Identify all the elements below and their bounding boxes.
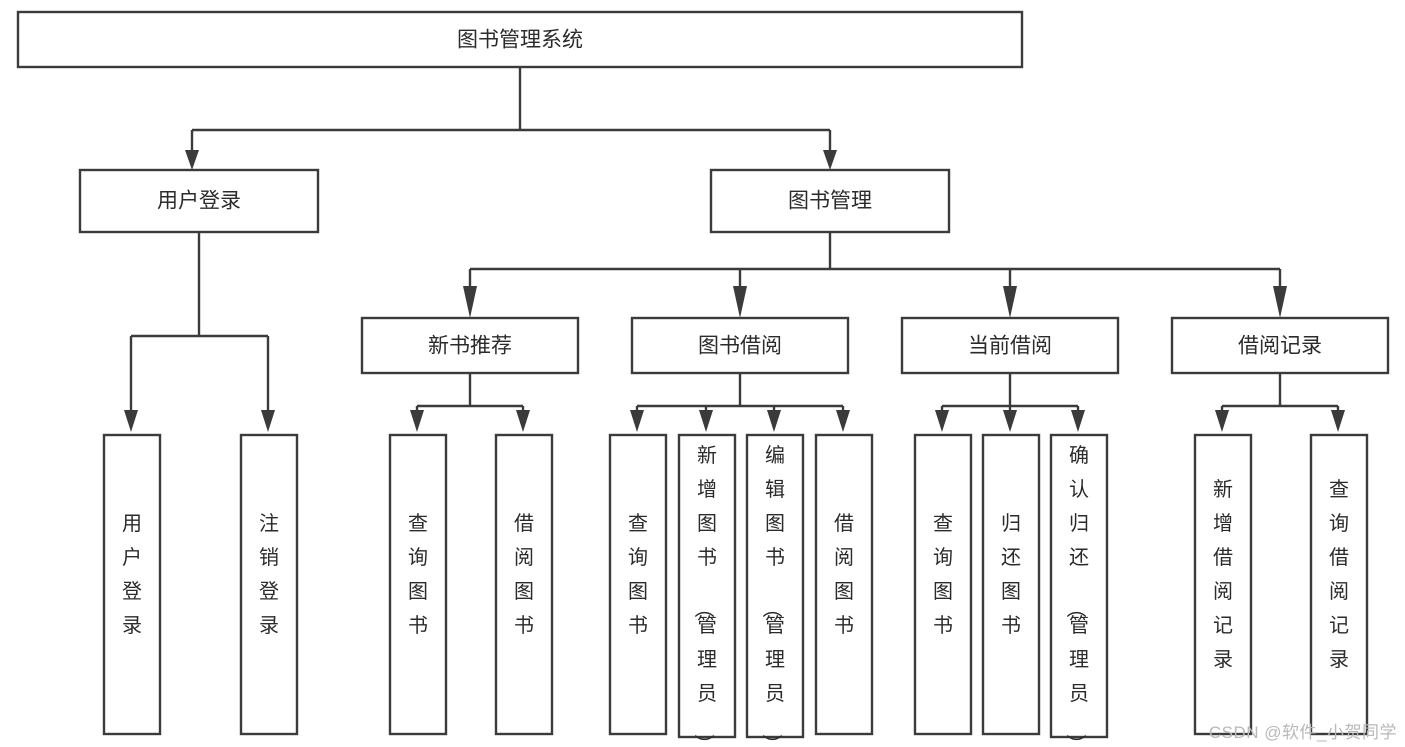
node-current-borrow[interactable]: 当前借阅 <box>900 316 1120 375</box>
arrowhead-borrow-record <box>1273 286 1287 318</box>
leaf-node[interactable]: 查询图书 <box>388 433 448 736</box>
arrowhead-current-borrow <box>1003 286 1017 318</box>
node-user-login-box[interactable] <box>78 168 320 234</box>
leaf-bookborrow-edit-box[interactable] <box>745 433 805 739</box>
leaf-bookborrow-add-box[interactable] <box>677 433 737 739</box>
leaf-currentborrow-confirm-label: 确认归还（管理员） <box>1064 444 1089 747</box>
leaf-bookborrow-add-label: 新增图书（管理员） <box>692 444 717 747</box>
arrowhead-currentborrow-leaf-1 <box>935 410 949 432</box>
leaf-node[interactable]: 查询图书 <box>913 433 973 736</box>
node-borrow-record-box[interactable] <box>1170 316 1390 375</box>
leaf-borrowrecord-query-label: 查询借阅记录 <box>1329 478 1349 671</box>
arrowhead-book-mgmt <box>823 150 837 170</box>
arrowhead-borrowrecord-leaf-2 <box>1331 410 1345 432</box>
leaf-bookborrow-borrow-box[interactable] <box>814 433 874 736</box>
leaf-currentborrow-query-box[interactable] <box>913 433 973 736</box>
leaf-node[interactable]: 查询借阅记录 <box>1309 433 1369 736</box>
leaf-newbook-query-box[interactable] <box>388 433 448 736</box>
node-new-book-recommend[interactable]: 新书推荐 <box>360 316 580 375</box>
arrowhead-bookborrow-leaf-4 <box>836 410 850 432</box>
arrowhead-currentborrow-leaf-3 <box>1071 410 1085 432</box>
arrowhead-bookborrow-leaf-2 <box>699 410 713 432</box>
leaf-user-login-label: 用户登录 <box>122 513 142 637</box>
arrowhead-newbook-leaf-2 <box>516 410 530 432</box>
leaf-bookborrow-query-box[interactable] <box>608 433 668 736</box>
leaf-logout-label: 注销登录 <box>259 512 279 637</box>
leaf-node[interactable]: 查询图书 <box>608 433 668 736</box>
leaf-bookborrow-borrow-label: 借阅图书 <box>834 512 854 637</box>
node-user-login[interactable]: 用户登录 <box>78 168 320 234</box>
node-book-borrow-label: 图书借阅 <box>698 335 782 358</box>
csdn-watermark: CSDN @软件_小贺同学 <box>1208 723 1397 742</box>
arrowhead-new-book <box>463 286 477 318</box>
node-current-borrow-label: 当前借阅 <box>968 335 1052 358</box>
node-root-box[interactable] <box>16 10 1024 69</box>
node-root[interactable]: 图书管理系统 <box>16 10 1024 69</box>
leaf-node[interactable]: 编辑图书（管理员） <box>745 433 805 747</box>
node-book-borrow-box[interactable] <box>630 316 850 375</box>
leaf-currentborrow-query-label: 查询图书 <box>933 512 953 637</box>
leaf-currentborrow-return-box[interactable] <box>981 433 1041 736</box>
edge-layer <box>124 67 1345 432</box>
leaf-newbook-borrow-box[interactable] <box>494 433 554 736</box>
arrowhead-bookborrow-leaf-3 <box>767 410 781 432</box>
leaf-bookborrow-edit-label: 编辑图书（管理员） <box>760 444 785 747</box>
leaf-node[interactable]: 归还图书 <box>981 433 1041 736</box>
leaf-borrowrecord-add-label: 新增借阅记录 <box>1213 478 1233 671</box>
node-new-book-recommend-box[interactable] <box>360 316 580 375</box>
node-root-label: 图书管理系统 <box>457 29 583 52</box>
leaf-bookborrow-query-label: 查询图书 <box>628 512 648 637</box>
leaf-node[interactable]: 用户登录 <box>102 433 162 736</box>
node-book-management-box[interactable] <box>709 168 951 234</box>
node-borrow-record-label: 借阅记录 <box>1238 335 1322 358</box>
arrowhead-leaf-user-login <box>124 410 138 432</box>
leaf-node[interactable]: 注销登录 <box>239 433 299 736</box>
node-new-book-recommend-label: 新书推荐 <box>428 335 512 358</box>
leaf-user-login-box[interactable] <box>102 433 162 736</box>
leaf-newbook-query-label: 查询图书 <box>408 512 428 637</box>
leaf-borrowrecord-query-box[interactable] <box>1309 433 1369 736</box>
leaf-borrowrecord-add-box[interactable] <box>1193 433 1253 736</box>
node-borrow-record[interactable]: 借阅记录 <box>1170 316 1390 375</box>
leaf-node[interactable]: 借阅图书 <box>494 433 554 736</box>
leaf-node[interactable]: 新增图书（管理员） <box>677 433 737 747</box>
node-current-borrow-box[interactable] <box>900 316 1120 375</box>
arrowhead-borrowrecord-leaf-1 <box>1215 410 1229 432</box>
arrowhead-book-borrow <box>733 286 747 318</box>
arrowhead-user-login <box>185 150 199 170</box>
node-book-management[interactable]: 图书管理 <box>709 168 951 234</box>
leaf-newbook-borrow-label: 借阅图书 <box>514 512 534 637</box>
leaf-logout-box[interactable] <box>239 433 299 736</box>
arrowhead-bookborrow-leaf-1 <box>630 410 644 432</box>
leaf-currentborrow-return-label: 归还图书 <box>1001 512 1021 637</box>
leaf-node[interactable]: 确认归还（管理员） <box>1049 433 1109 747</box>
arrowhead-currentborrow-leaf-2 <box>1003 410 1017 432</box>
node-user-login-label: 用户登录 <box>157 190 241 213</box>
node-book-borrow[interactable]: 图书借阅 <box>630 316 850 375</box>
leaf-currentborrow-confirm-box[interactable] <box>1049 433 1109 739</box>
arrowhead-leaf-logout <box>261 410 275 432</box>
leaf-node[interactable]: 借阅图书 <box>814 433 874 736</box>
node-book-management-label: 图书管理 <box>788 190 872 213</box>
leaf-node[interactable]: 新增借阅记录 <box>1193 433 1253 736</box>
arrowhead-newbook-leaf-1 <box>410 410 424 432</box>
